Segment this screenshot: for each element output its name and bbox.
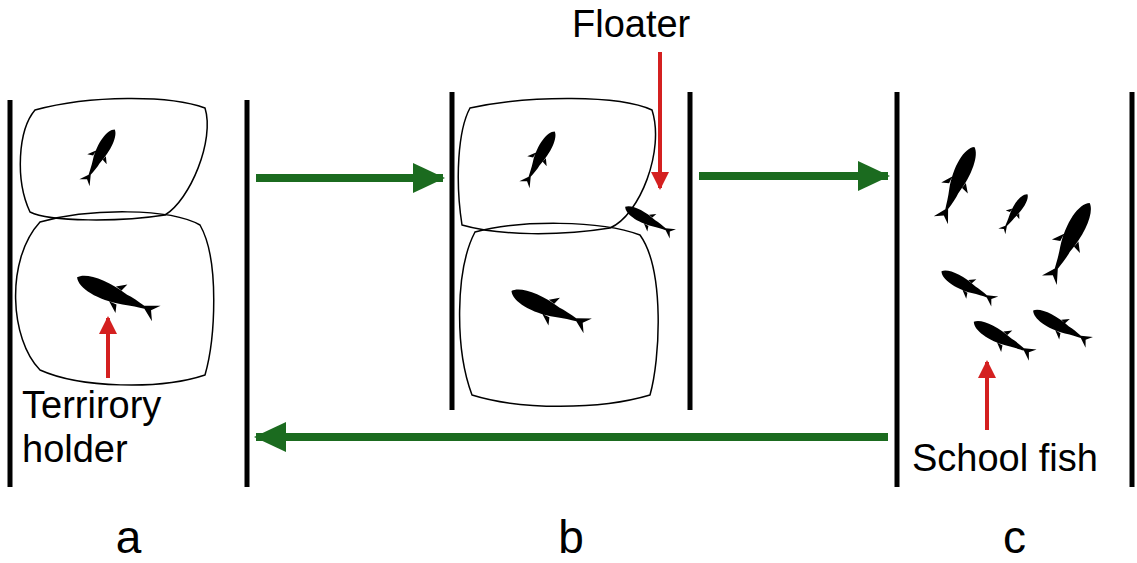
territory-outline bbox=[460, 223, 659, 406]
panel-wall bbox=[1130, 92, 1135, 487]
panel: b bbox=[452, 88, 690, 563]
panel-wall bbox=[450, 92, 455, 410]
flow-arrow bbox=[256, 174, 443, 182]
fish bbox=[74, 124, 124, 188]
fish bbox=[70, 264, 163, 329]
flow-arrow bbox=[699, 172, 888, 180]
school-fish bbox=[968, 312, 1039, 367]
territory-outline bbox=[16, 212, 214, 385]
panel-wall bbox=[895, 92, 900, 487]
leader-arrow bbox=[985, 362, 989, 430]
fish bbox=[505, 278, 594, 341]
fish bbox=[514, 126, 564, 190]
panel-wall bbox=[8, 100, 13, 487]
panel-wall bbox=[245, 100, 250, 487]
school-fish bbox=[1034, 195, 1103, 287]
school-fish bbox=[1027, 301, 1095, 353]
leader-arrow bbox=[106, 318, 110, 378]
callout-label: Floater bbox=[572, 2, 690, 46]
panel: c bbox=[897, 88, 1132, 563]
panel-letter: b bbox=[452, 511, 690, 563]
leader-arrow bbox=[658, 52, 662, 188]
school-fish bbox=[994, 189, 1033, 236]
floater-fish bbox=[620, 199, 678, 244]
panel-wall bbox=[688, 92, 693, 410]
panel: a bbox=[10, 95, 247, 563]
callout-label: School fish bbox=[912, 436, 1098, 480]
flow-arrow bbox=[256, 433, 888, 441]
school-fish bbox=[926, 141, 986, 227]
school-fish bbox=[936, 262, 1000, 312]
callout-label: Terrirory holder bbox=[22, 383, 237, 471]
panel-letter: a bbox=[10, 511, 247, 563]
panel-letter: c bbox=[897, 511, 1132, 563]
territory-outline bbox=[20, 98, 207, 219]
territory-outline bbox=[458, 98, 655, 233]
